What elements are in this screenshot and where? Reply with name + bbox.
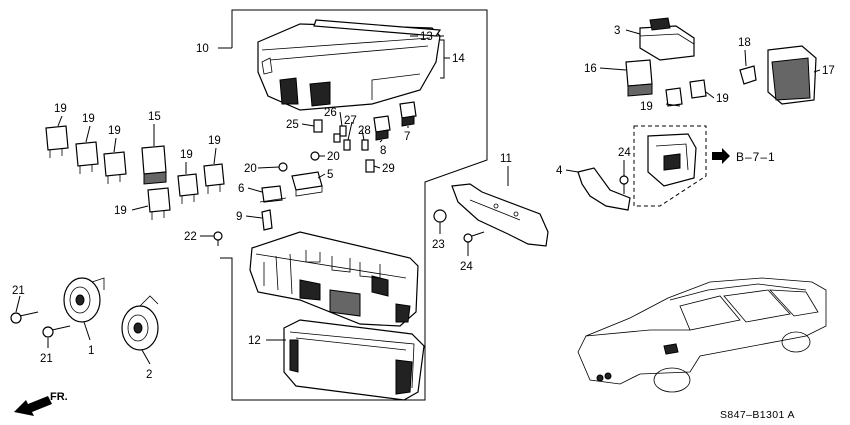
reference-arrow-icon (712, 148, 730, 164)
relay-19-h (689, 79, 707, 99)
label-3: 3 (614, 25, 620, 37)
label-5: 5 (327, 169, 333, 181)
label-24-a: 24 (460, 261, 473, 273)
label-27: 27 (344, 115, 357, 127)
fuse-26 (333, 125, 347, 143)
label-13: 13 (420, 31, 433, 43)
bolt-24-b (619, 175, 629, 194)
label-24-b: 24 (618, 147, 631, 159)
label-29: 29 (382, 163, 395, 175)
relay-19-g (665, 87, 683, 107)
label-9: 9 (236, 211, 242, 223)
label-21-b: 21 (40, 353, 53, 365)
label-16: 16 (584, 63, 597, 75)
vehicle-outline (577, 277, 827, 393)
label-15: 15 (148, 111, 161, 123)
relay-assembly-reference-box (633, 125, 707, 207)
relay-16 (625, 59, 653, 97)
relay-19-d (147, 187, 171, 220)
label-12: 12 (248, 335, 261, 347)
label-17: 17 (822, 65, 835, 77)
label-18: 18 (738, 37, 751, 49)
bracket-18 (739, 65, 757, 85)
relay-19-a (45, 125, 69, 158)
horn-1 (63, 277, 105, 323)
label-19-g: 19 (640, 101, 653, 113)
label-19-d: 19 (114, 205, 127, 217)
bracket-4 (577, 167, 631, 211)
relay-19-e (177, 173, 199, 204)
grommet-23 (433, 209, 447, 223)
fuse-25 (313, 119, 323, 133)
relay-8 (373, 115, 391, 141)
label-19-a: 19 (54, 103, 67, 115)
reference-label: B–7–1 (736, 150, 776, 164)
fuse-box-cover (257, 19, 442, 111)
label-4: 4 (556, 165, 563, 177)
horn-2 (121, 295, 159, 351)
relay-7 (399, 101, 417, 127)
bolt-21-a (10, 311, 39, 324)
bolt-22 (213, 231, 223, 246)
label-20-a: 20 (244, 163, 257, 175)
label-19-f: 19 (208, 135, 221, 147)
label-20-b: 20 (327, 151, 340, 163)
label-26: 26 (324, 107, 337, 119)
leader-lines (15, 29, 821, 365)
cover-17 (767, 45, 817, 105)
bolt-20 (278, 151, 320, 172)
bolt-24-a (463, 231, 485, 243)
label-19-e: 19 (180, 149, 193, 161)
relay-15 (141, 145, 167, 185)
bolt-21-b (42, 325, 71, 338)
label-19-h: 19 (716, 93, 729, 105)
fuse-box-lower-cover (283, 319, 425, 401)
label-10: 10 (196, 43, 209, 55)
front-direction-arrow-icon (14, 396, 52, 416)
fuse-box-housing (249, 231, 419, 327)
relay-6 (259, 185, 287, 203)
front-direction-label: FR. (50, 391, 68, 403)
relay-box-3 (639, 17, 695, 61)
fuse-27 (343, 139, 351, 151)
label-19-b: 19 (82, 113, 95, 125)
label-7: 7 (404, 131, 410, 143)
fuse-box-group-bracket (220, 9, 488, 401)
relay-19-f (203, 163, 225, 194)
relay-5 (291, 171, 323, 197)
label-19-c: 19 (108, 125, 121, 137)
fuse-28 (361, 139, 369, 151)
label-28: 28 (358, 125, 371, 137)
label-2: 2 (146, 369, 152, 381)
label-8: 8 (380, 145, 386, 157)
label-14: 14 (452, 53, 465, 65)
relay-19-b (75, 141, 99, 174)
label-21-a: 21 (12, 285, 25, 297)
label-11: 11 (500, 153, 512, 165)
fuse-29 (365, 159, 375, 173)
label-6: 6 (238, 183, 244, 195)
relay-19-c (103, 151, 127, 184)
label-25: 25 (286, 119, 299, 131)
clip-9 (261, 209, 273, 231)
label-22: 22 (184, 231, 197, 243)
label-1: 1 (88, 345, 94, 357)
label-23: 23 (432, 239, 445, 251)
diagram-code: S847–B1301 A (720, 409, 795, 421)
bracket-11 (451, 183, 549, 247)
